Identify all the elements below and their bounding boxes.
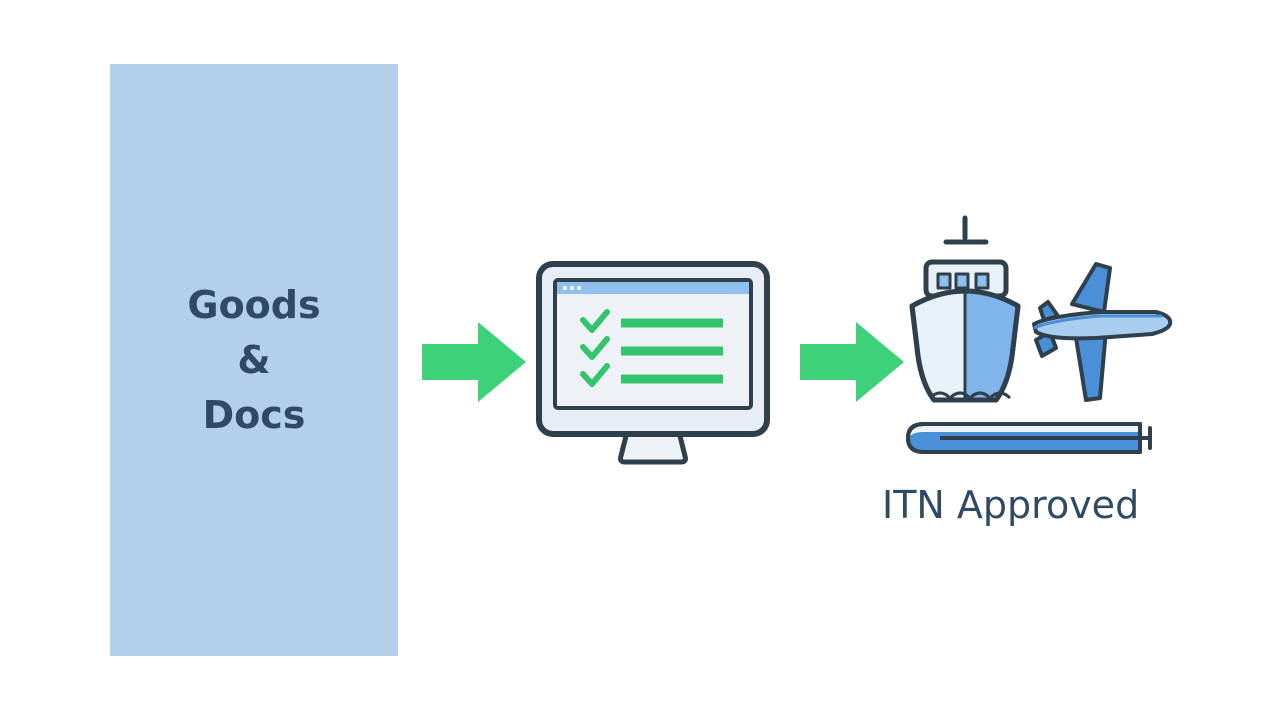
computer-monitor-icon (536, 261, 770, 465)
goods-label: Goods (187, 282, 321, 327)
ampersand-label: & (237, 337, 271, 382)
monitor-stand (618, 429, 688, 465)
ship-icon (909, 215, 1021, 403)
right-arrow-icon (422, 322, 526, 402)
airplane-icon (1032, 262, 1173, 402)
checklist-lines (621, 318, 723, 384)
right-arrow-icon (800, 322, 904, 402)
checkmark-icon (580, 309, 610, 333)
train-icon (906, 422, 1152, 454)
goods-and-docs-box: Goods & Docs (110, 64, 398, 656)
checklist (580, 309, 610, 387)
window-title-bar (557, 282, 749, 294)
checkmark-icon (580, 363, 610, 387)
monitor-screen (553, 278, 753, 410)
checkmark-icon (580, 336, 610, 360)
itn-approved-label: ITN Approved (882, 483, 1140, 527)
transport-icons (906, 215, 1173, 454)
docs-label: Docs (202, 392, 306, 437)
